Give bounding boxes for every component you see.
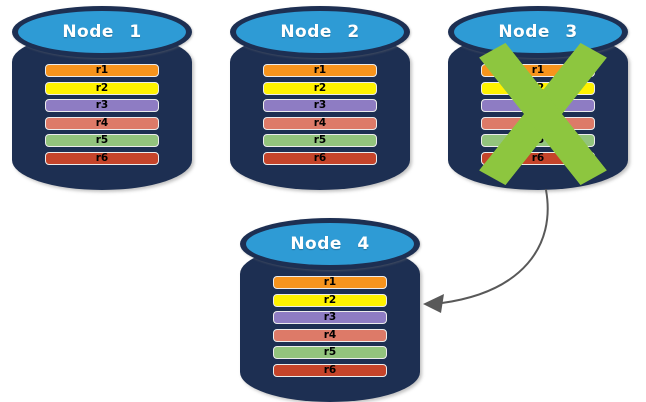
db-node-3: Node 3 r1 r2 r3 r4 r5 r6	[448, 6, 628, 190]
db-node-4: Node 4 r1 r2 r3 r4 r5 r6	[240, 218, 420, 402]
record-bar-r6: r6	[273, 363, 387, 377]
record-bar-r1: r1	[45, 64, 159, 77]
record-bar-r2: r2	[263, 81, 377, 95]
record-bar-r1: r1	[273, 276, 387, 289]
record-bar-r2: r2	[45, 81, 159, 95]
record-bar-r5: r5	[263, 134, 377, 147]
node-title: Node 1	[62, 22, 142, 42]
record-bar-r5: r5	[273, 346, 387, 359]
cylinder-top: Node 4	[246, 223, 414, 265]
record-bar-r4: r4	[263, 116, 377, 130]
node-title: Node 3	[498, 22, 578, 42]
failure-x-icon	[490, 48, 595, 180]
db-node-2: Node 2 r1 r2 r3 r4 r5 r6	[230, 6, 410, 190]
cylinder-top-ring: Node 4	[240, 218, 420, 270]
record-bar-r3: r3	[273, 311, 387, 324]
cylinder-top-ring: Node 2	[230, 6, 410, 58]
db-node-1: Node 1 r1 r2 r3 r4 r5 r6	[12, 6, 192, 190]
cylinder-top: Node 3	[454, 11, 622, 53]
record-bar-r3: r3	[45, 99, 159, 112]
cylinder-top: Node 1	[18, 11, 186, 53]
record-bar-r1: r1	[263, 64, 377, 77]
record-list: r1 r2 r3 r4 r5 r6	[45, 64, 159, 165]
failover-arrowhead-icon	[423, 294, 444, 313]
record-bar-r4: r4	[273, 328, 387, 342]
record-list: r1 r2 r3 r4 r5 r6	[273, 276, 387, 377]
record-bar-r4: r4	[45, 116, 159, 130]
record-list: r1 r2 r3 r4 r5 r6	[263, 64, 377, 165]
record-bar-r6: r6	[45, 151, 159, 165]
record-bar-r6: r6	[263, 151, 377, 165]
failover-arrow-line	[441, 189, 549, 304]
record-bar-r5: r5	[45, 134, 159, 147]
node-title: Node 2	[280, 22, 360, 42]
record-bar-r2: r2	[273, 293, 387, 307]
cylinder-top: Node 2	[236, 11, 404, 53]
cylinder-top-ring: Node 3	[448, 6, 628, 58]
record-bar-r3: r3	[263, 99, 377, 112]
node-title: Node 4	[290, 234, 370, 254]
cylinder-top-ring: Node 1	[12, 6, 192, 58]
